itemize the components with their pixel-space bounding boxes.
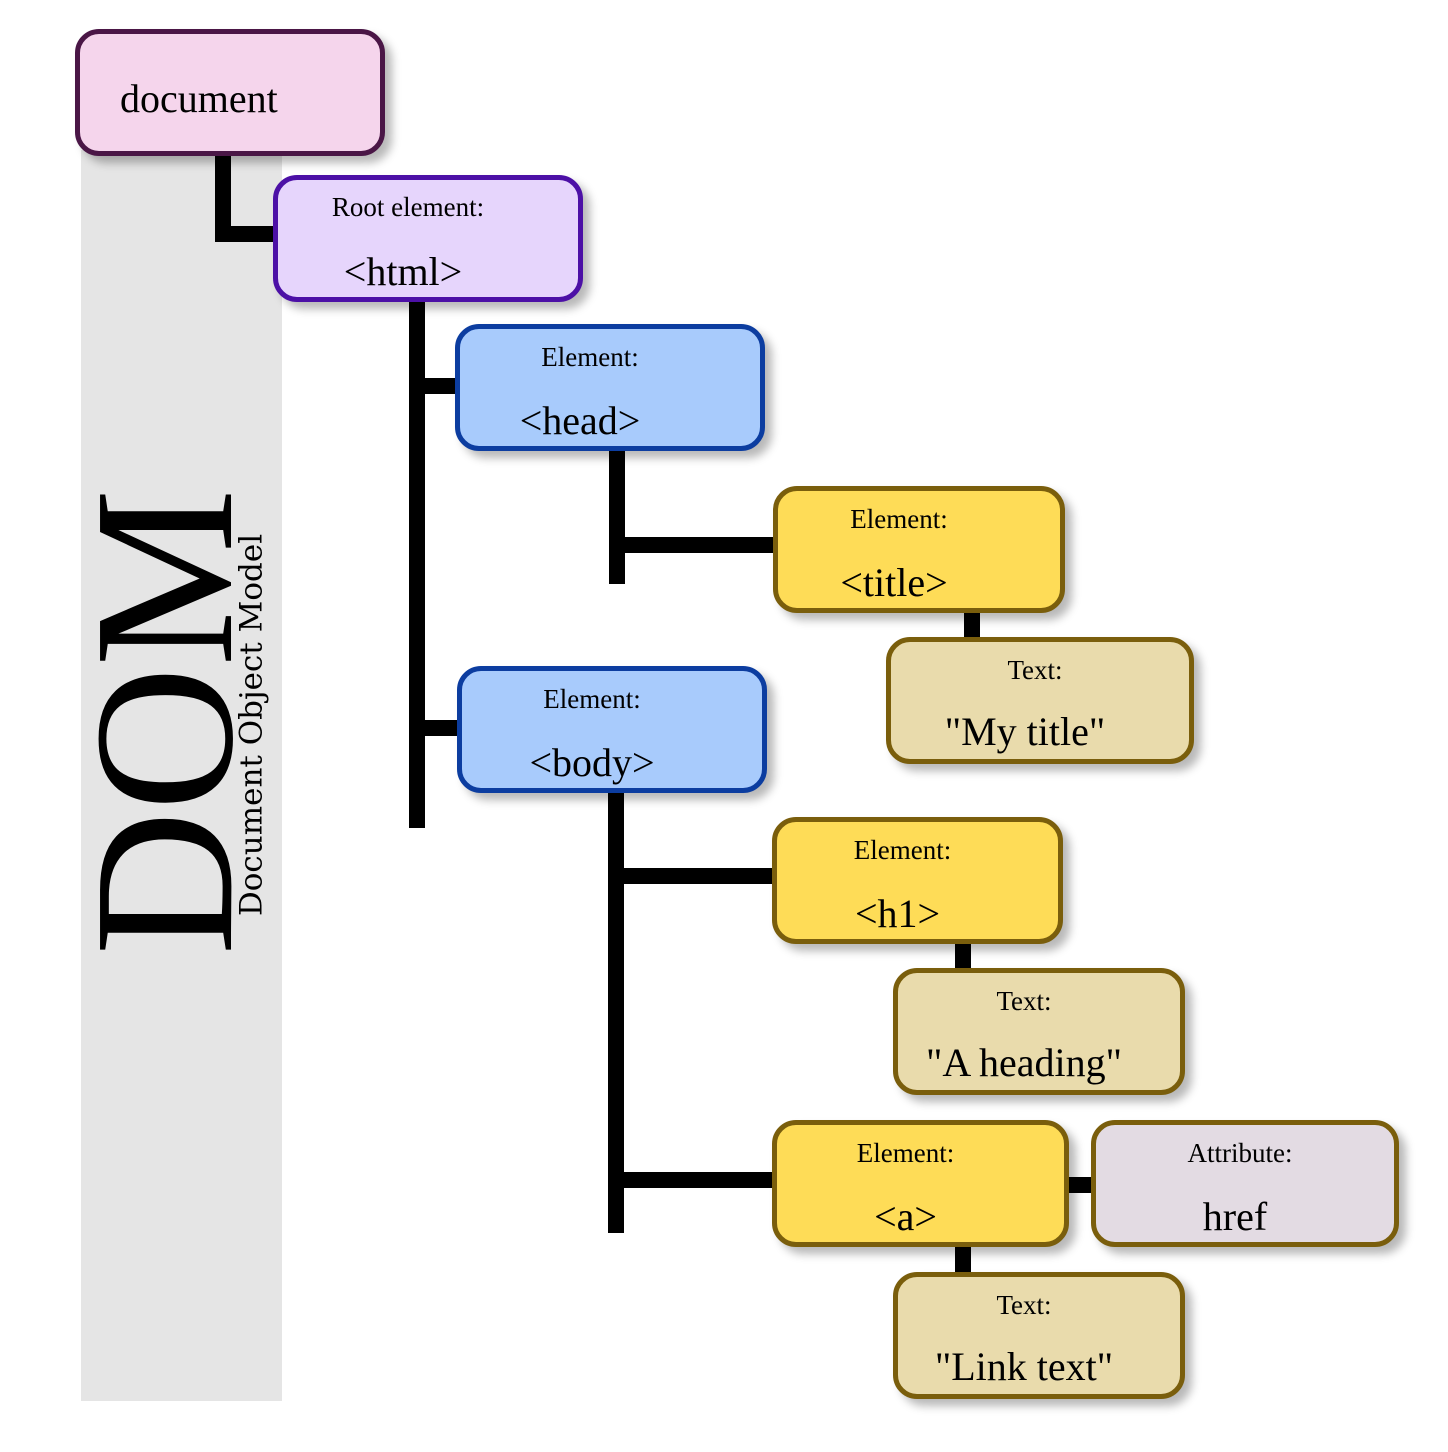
node-body: Element: <body> — [457, 666, 767, 793]
node-value: href — [1202, 1194, 1268, 1239]
node-a-text: Text: "Link text" — [893, 1272, 1185, 1399]
node-label: Element: — [850, 504, 948, 534]
connector-a-text — [955, 1242, 971, 1278]
node-attribute: Attribute: href — [1091, 1120, 1399, 1247]
node-label: Text: — [996, 1290, 1052, 1320]
connector-document-html — [215, 226, 277, 242]
node-label: Text: — [996, 986, 1052, 1016]
node-label: Attribute: — [1187, 1138, 1293, 1168]
connector-head-trunk — [609, 448, 625, 584]
node-head: Element: <head> — [455, 324, 765, 451]
node-title-text: Text: "My title" — [886, 637, 1194, 764]
node-value: document — [120, 76, 278, 121]
node-document: document — [75, 29, 385, 156]
connector-body-trunk — [608, 790, 624, 1233]
node-value: <h1> — [854, 891, 941, 936]
dom-subtitle: Document Object Model — [233, 533, 270, 917]
node-label: Root element: — [331, 192, 485, 222]
connector-a-attribute — [1064, 1177, 1094, 1193]
node-value: <html> — [343, 249, 463, 294]
node-label: Text: — [1007, 655, 1063, 685]
connector-body-a — [608, 1172, 778, 1188]
node-label: Element: — [856, 1138, 955, 1168]
node-value: "My title" — [944, 709, 1106, 754]
node-value: <head> — [519, 398, 641, 443]
node-value: <title> — [840, 560, 948, 605]
node-value: <body> — [529, 740, 655, 785]
node-value: <a> — [874, 1194, 937, 1239]
node-value: "A heading" — [926, 1040, 1122, 1085]
connector-head-title — [609, 537, 779, 553]
node-h1-text: Text: "A heading" — [893, 968, 1185, 1095]
connector-html-trunk — [409, 298, 425, 828]
connector-h1-text — [955, 938, 971, 974]
connector-html-body — [409, 720, 463, 736]
node-label: Element: — [543, 684, 641, 714]
connector-body-h1 — [608, 868, 778, 884]
node-label: Element: — [853, 835, 952, 865]
dom-sidebar — [81, 150, 282, 1401]
node-value: "Link text" — [934, 1344, 1114, 1389]
connector-html-head — [409, 378, 461, 394]
node-title: Element: <title> — [773, 486, 1065, 613]
node-a: Element: <a> — [772, 1120, 1069, 1247]
node-h1: Element: <h1> — [772, 817, 1063, 944]
node-label: Element: — [541, 342, 639, 372]
node-html: Root element: <html> — [273, 175, 583, 302]
connector-title-text — [964, 607, 980, 643]
connector-document-down — [215, 150, 231, 242]
